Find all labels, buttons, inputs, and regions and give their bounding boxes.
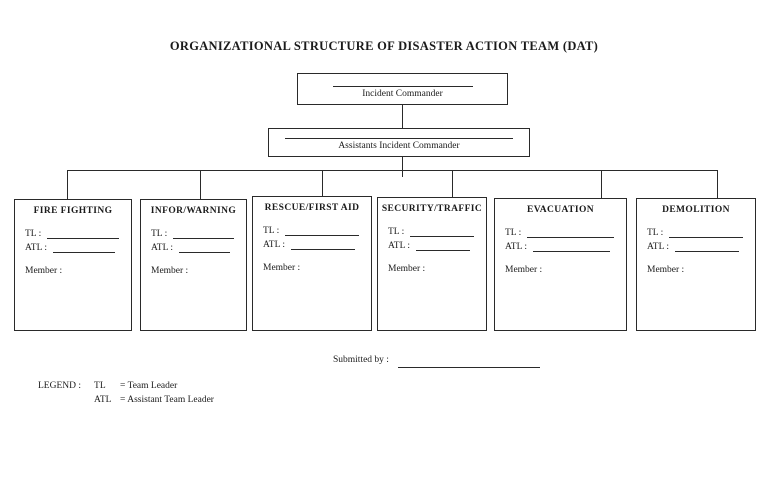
legend-definition-atl: = Assistant Team Leader bbox=[120, 395, 214, 405]
atl-label: ATL : bbox=[151, 243, 174, 253]
incident-commander-box: Incident Commander bbox=[297, 73, 508, 105]
member-label: Member : bbox=[263, 263, 301, 273]
member-label: Member : bbox=[505, 265, 543, 275]
atl-label: ATL : bbox=[25, 243, 48, 253]
team-box-evacuation: EVACUATION TL : ATL : Member : bbox=[494, 198, 627, 331]
atl-label: ATL : bbox=[647, 242, 670, 252]
tl-blank-line bbox=[173, 238, 234, 239]
atl-blank-line bbox=[416, 250, 470, 251]
connector-drop-evacuation bbox=[601, 170, 602, 198]
team-title: SECURITY/TRAFFIC bbox=[381, 204, 483, 214]
team-box-infor-warning: INFOR/WARNING TL : ATL : Member : bbox=[140, 199, 247, 331]
connector-drop-fire-fighting bbox=[67, 170, 68, 199]
incident-commander-blank-line bbox=[332, 86, 473, 87]
team-box-rescue-first-aid: RESCUE/FIRST AID TL : ATL : Member : bbox=[252, 196, 372, 331]
tl-label: TL : bbox=[388, 227, 405, 237]
member-label: Member : bbox=[25, 266, 63, 276]
legend-item-atl: ATL = Assistant Team Leader bbox=[94, 393, 214, 407]
connector-drop-security-traffic bbox=[452, 170, 453, 197]
atl-blank-line bbox=[53, 252, 115, 253]
page-title: ORGANIZATIONAL STRUCTURE OF DISASTER ACT… bbox=[169, 39, 599, 53]
connector-drop-infor-warning bbox=[200, 170, 201, 199]
connector-center-stub bbox=[402, 171, 403, 177]
atl-blank-line bbox=[179, 252, 230, 253]
tl-label: TL : bbox=[151, 229, 168, 239]
tl-blank-line bbox=[285, 235, 359, 236]
connector-drop-rescue-first-aid bbox=[322, 170, 323, 196]
team-title: DEMOLITION bbox=[662, 205, 730, 215]
legend-definitions: TL = Team Leader ATL = Assistant Team Lead… bbox=[94, 379, 214, 407]
atl-label: ATL : bbox=[263, 240, 286, 250]
team-box-security-traffic: SECURITY/TRAFFIC TL : ATL : Member : bbox=[377, 197, 487, 331]
legend-abbr-atl: ATL bbox=[94, 395, 112, 405]
legend-definition-tl: = Team Leader bbox=[120, 381, 178, 391]
tl-label: TL : bbox=[505, 228, 522, 238]
assistants-incident-commander-blank-line bbox=[285, 138, 513, 139]
connector-ic-to-aic bbox=[402, 105, 403, 128]
atl-blank-line bbox=[291, 249, 355, 250]
member-label: Member : bbox=[151, 266, 189, 276]
team-box-demolition: DEMOLITION TL : ATL : Member : bbox=[636, 198, 756, 331]
member-label: Member : bbox=[647, 265, 685, 275]
tl-blank-line bbox=[47, 238, 119, 239]
assistants-incident-commander-box: Assistants Incident Commander bbox=[268, 128, 530, 157]
tl-blank-line bbox=[410, 236, 474, 237]
incident-commander-label: Incident Commander bbox=[362, 89, 443, 99]
legend-item-tl: TL = Team Leader bbox=[94, 379, 214, 393]
submitted-by-blank-line bbox=[398, 367, 540, 368]
atl-blank-line bbox=[675, 251, 739, 252]
legend-title: LEGEND : bbox=[38, 381, 82, 391]
atl-blank-line bbox=[533, 251, 610, 252]
team-title: EVACUATION bbox=[527, 205, 594, 215]
tl-label: TL : bbox=[263, 226, 280, 236]
team-title: INFOR/WARNING bbox=[150, 206, 237, 216]
connector-aic-to-bus bbox=[402, 156, 403, 170]
legend-abbr-tl: TL bbox=[94, 381, 106, 391]
tl-label: TL : bbox=[647, 228, 664, 238]
tl-label: TL : bbox=[25, 229, 42, 239]
member-label: Member : bbox=[388, 264, 426, 274]
team-title: RESCUE/FIRST AID bbox=[264, 203, 360, 213]
connector-bus bbox=[67, 170, 718, 171]
connector-drop-demolition bbox=[717, 170, 718, 198]
tl-blank-line bbox=[669, 237, 743, 238]
tl-blank-line bbox=[527, 237, 614, 238]
team-box-fire-fighting: FIRE FIGHTING TL : ATL : Member : bbox=[14, 199, 132, 331]
atl-label: ATL : bbox=[505, 242, 528, 252]
team-title: FIRE FIGHTING bbox=[33, 206, 113, 216]
assistants-incident-commander-label: Assistants Incident Commander bbox=[338, 141, 460, 151]
legend: LEGEND : TL = Team Leader ATL = Assistant … bbox=[38, 379, 214, 407]
submitted-by-label: Submitted by : bbox=[333, 355, 389, 365]
atl-label: ATL : bbox=[388, 241, 411, 251]
